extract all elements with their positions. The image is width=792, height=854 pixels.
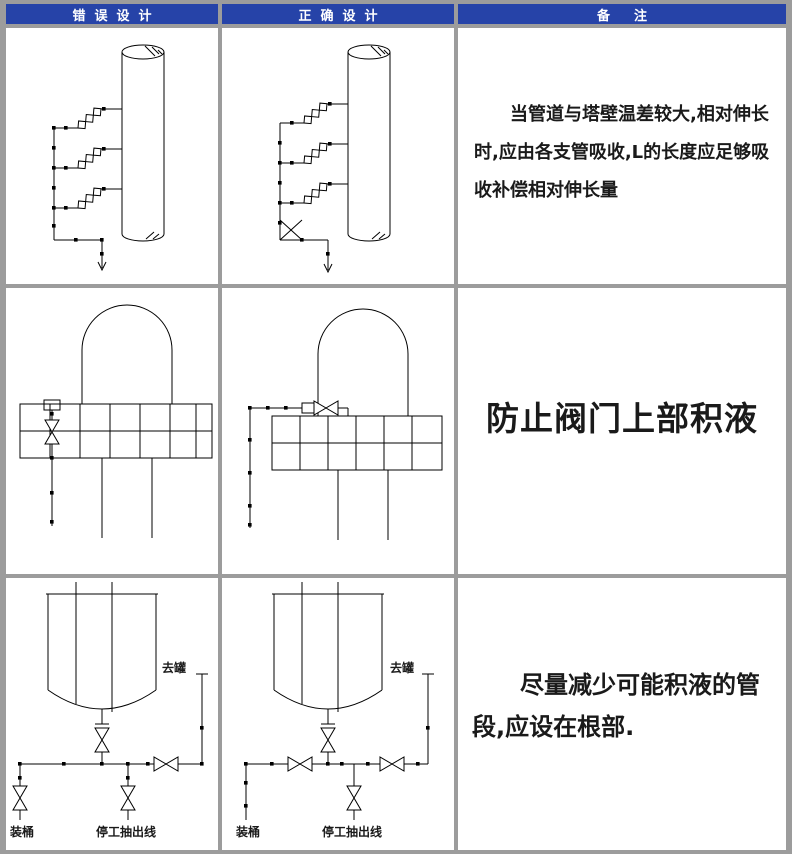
remark-row1: 当管道与塔壁温差较大,相对伸长时,应由各支管吸收,L的长度应足够吸收补偿相对伸长… (458, 28, 786, 284)
cell-row2-wrong (6, 288, 218, 574)
cell-row2-correct (222, 288, 454, 574)
col-header-wrong-design: 错误设计 (6, 4, 218, 24)
expansion-joint-icon (74, 104, 105, 133)
drawing-row1-wrong-tower-piping (52, 44, 165, 272)
remark-row3-text: 尽量减少可能积液的管段,应设在根部. (472, 671, 760, 741)
cell-row1-wrong (6, 28, 218, 284)
valve-icon (313, 400, 339, 416)
tank-shell (272, 582, 384, 712)
drawing-row2-correct-vessel-valve (248, 308, 443, 540)
expansion-joint-icon (74, 184, 105, 213)
valve-icon (94, 727, 110, 753)
outlet-piping (245, 673, 434, 820)
drawing-row3-wrong-tank-piping (12, 582, 208, 820)
tank-shell (46, 582, 158, 712)
design-table: 错误设计 正确设计 备注 (6, 4, 786, 850)
platform-grid (271, 415, 443, 471)
pipe-support-dots (278, 102, 332, 256)
tower-shell (121, 44, 165, 242)
label-barrel-fill: 装桶 (236, 825, 261, 839)
col-header-remark-label: 备注 (596, 8, 671, 24)
expansion-joint-icon (300, 99, 331, 128)
label-shutdown-line: 停工抽出线 (322, 825, 383, 839)
label-to-tank: 去罐 (162, 661, 187, 675)
expansion-joint-icon (300, 139, 331, 168)
branch-piping (279, 103, 348, 274)
valve-icon (44, 419, 60, 445)
pipe-support-dots (52, 107, 106, 256)
remark-row2: 防止阀门上部积液 (458, 288, 786, 574)
valve-piping (249, 402, 349, 528)
drawing-row1-correct-tower-piping (278, 44, 391, 274)
col-header-correct-design-label: 正确设计 (298, 8, 387, 24)
valve-icon (153, 756, 179, 772)
valve-icon (320, 727, 336, 753)
label-shutdown-line: 停工抽出线 (96, 825, 157, 839)
remark-row1-text: 当管道与塔壁温差较大,相对伸长时,应由各支管吸收,L的长度应足够吸收补偿相对伸长… (474, 104, 770, 201)
vessel-shell (81, 304, 173, 538)
platform-grid (19, 403, 213, 459)
valve-icon (287, 756, 313, 772)
vessel-shell (317, 308, 409, 540)
col-header-wrong-design-label: 错误设计 (72, 8, 161, 24)
branch-piping (53, 108, 122, 272)
cell-row1-correct (222, 28, 454, 284)
expansion-joint-icon (300, 179, 331, 208)
remark-row2-text: 防止阀门上部积液 (486, 399, 758, 438)
valve-icon (379, 756, 405, 772)
col-header-remark: 备注 (458, 4, 786, 24)
drawing-row3-correct-tank-piping (244, 582, 434, 820)
expansion-joint-icon (74, 144, 105, 173)
label-barrel-fill: 装桶 (10, 825, 35, 839)
valve-piping (43, 399, 61, 526)
col-header-correct-design: 正确设计 (222, 4, 454, 24)
outlet-piping (19, 673, 208, 820)
cell-row3-wrong: 去罐 装桶 停工抽出线 (6, 578, 218, 850)
valve-icon (120, 785, 136, 811)
valve-icon (346, 785, 362, 811)
pipe-support-dots (248, 406, 288, 527)
valve-icon (12, 785, 28, 811)
tower-shell (347, 44, 391, 242)
cell-row3-correct: 去罐 装桶 停工抽出线 (222, 578, 454, 850)
drawing-row2-wrong-vessel-valve (19, 304, 213, 538)
remark-row3: 尽量减少可能积液的管段,应设在根部. (458, 578, 786, 850)
label-to-tank: 去罐 (390, 661, 415, 675)
pipe-support-dots (18, 726, 204, 780)
